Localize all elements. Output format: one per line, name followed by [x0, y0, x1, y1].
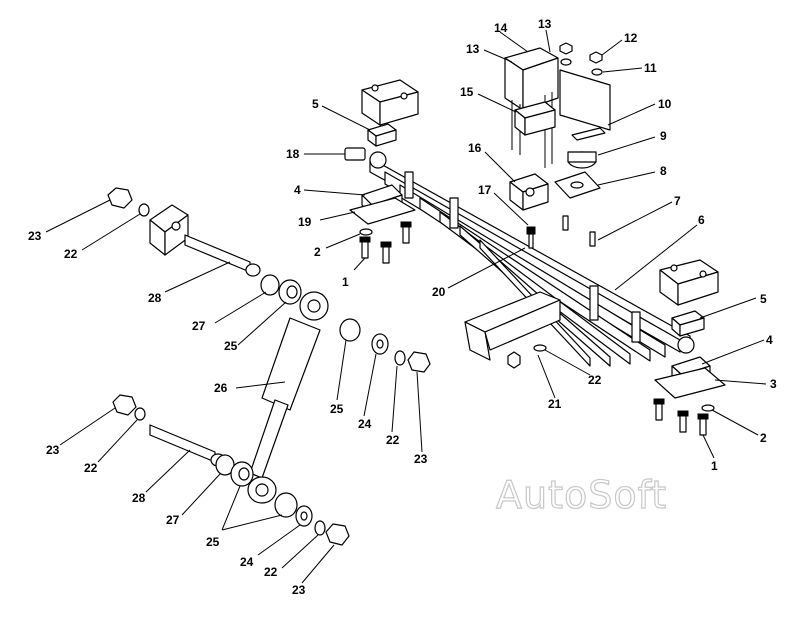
leader-lines — [45, 29, 767, 584]
washer-24-upper — [371, 333, 389, 355]
callout-11: 11 — [644, 61, 657, 75]
bushing-right — [671, 310, 705, 337]
callout-22-lower-left: 22 — [84, 461, 98, 475]
plate-8 — [554, 171, 601, 199]
watermark-text: AutoSoft — [496, 473, 667, 517]
washer-22-lower-left — [134, 407, 146, 421]
callout-1-right: 1 — [711, 459, 718, 473]
front-hanger-bracket — [361, 79, 419, 126]
callout-28-lower: 28 — [132, 491, 146, 505]
nut-21 — [507, 351, 521, 369]
callout-27-upper: 27 — [192, 319, 206, 333]
callout-12: 12 — [624, 31, 638, 45]
callout-15: 15 — [460, 85, 474, 99]
stud-28-lower — [149, 424, 226, 467]
nut-23-upper-right — [407, 351, 431, 373]
callout-14: 14 — [494, 21, 508, 35]
callout-4-right: 4 — [766, 333, 773, 347]
washer-22-upper-left — [138, 203, 150, 217]
nut-23-lower-left — [112, 394, 137, 416]
bushing-25-lower — [230, 461, 254, 487]
callout-16: 16 — [468, 141, 482, 155]
nut-12 — [589, 51, 603, 64]
callout-19: 19 — [298, 215, 312, 229]
callout-25-lower: 25 — [206, 535, 220, 549]
callout-13-left: 13 — [466, 42, 480, 56]
callout-2-right: 2 — [760, 431, 767, 445]
bushing-25-upper-right — [339, 318, 361, 342]
callout-20: 20 — [432, 285, 446, 299]
u-bolts — [504, 47, 559, 168]
bolts-left — [359, 221, 412, 264]
callout-26: 26 — [214, 381, 228, 395]
washer-24-lower — [295, 505, 313, 527]
spring-seat-left — [349, 184, 416, 225]
callout-3: 3 — [770, 377, 777, 391]
rear-hanger-bracket — [659, 259, 719, 306]
callout-22-upper-left: 22 — [64, 247, 78, 261]
callout-2: 2 — [314, 245, 321, 259]
callout-21: 21 — [548, 397, 562, 411]
callout-13-top: 13 — [538, 17, 552, 31]
stud-28-upper — [184, 234, 261, 277]
shock-upper-mount — [149, 204, 189, 256]
callout-10: 10 — [658, 97, 672, 111]
callout-5: 5 — [312, 97, 319, 111]
callout-24-upper: 24 — [358, 417, 372, 431]
bolt-7 — [526, 215, 596, 249]
callout-6: 6 — [698, 213, 705, 227]
callout-28-upper: 28 — [148, 291, 162, 305]
callout-4: 4 — [294, 183, 301, 197]
callout-22-upper-right: 22 — [386, 433, 400, 447]
callout-labels: 1 2 19 4 18 5 14 13 13 15 16 17 20 12 11… — [28, 17, 777, 597]
callout-25-upper: 25 — [224, 339, 238, 353]
callout-23-lower-left: 23 — [46, 443, 60, 457]
nut-23-lower-right — [325, 523, 350, 546]
callout-22-middle: 22 — [588, 373, 602, 387]
pad-9 — [567, 127, 606, 169]
callout-27-lower: 27 — [166, 513, 180, 527]
axle-beam — [464, 291, 561, 361]
callout-7: 7 — [674, 194, 681, 208]
nut-13-small — [559, 42, 573, 66]
clamp-block — [509, 173, 549, 211]
callout-5-right: 5 — [760, 292, 767, 306]
callout-22-lower-right: 22 — [264, 565, 278, 579]
bolts-right — [653, 398, 715, 436]
bushing-25-lower-right — [274, 492, 298, 518]
washer-22-lower-right — [314, 520, 326, 536]
pad-18 — [344, 147, 366, 161]
spring-seat-right — [654, 356, 726, 399]
shock-absorber — [247, 291, 329, 504]
plate-10 — [559, 69, 611, 131]
callout-18: 18 — [286, 147, 300, 161]
nut-23-upper-left — [107, 187, 133, 209]
callout-17: 17 — [478, 183, 492, 197]
callout-24-lower: 24 — [240, 555, 254, 569]
callout-23-lower-right: 23 — [292, 583, 306, 597]
callout-1: 1 — [342, 275, 349, 289]
bump-stop — [514, 101, 556, 136]
callout-8: 8 — [660, 164, 667, 178]
callout-23-upper-left: 23 — [28, 229, 42, 243]
washer-11 — [591, 68, 603, 76]
washer-22-middle — [533, 344, 547, 352]
callout-9: 9 — [660, 129, 667, 143]
washer-22-upper-right — [394, 350, 406, 366]
callout-25-mid: 25 — [330, 402, 344, 416]
bushing-upper-left — [367, 123, 397, 147]
bushing-25-upper — [278, 279, 302, 305]
washer-27-upper — [260, 274, 280, 296]
callout-23-upper-right: 23 — [414, 452, 428, 466]
